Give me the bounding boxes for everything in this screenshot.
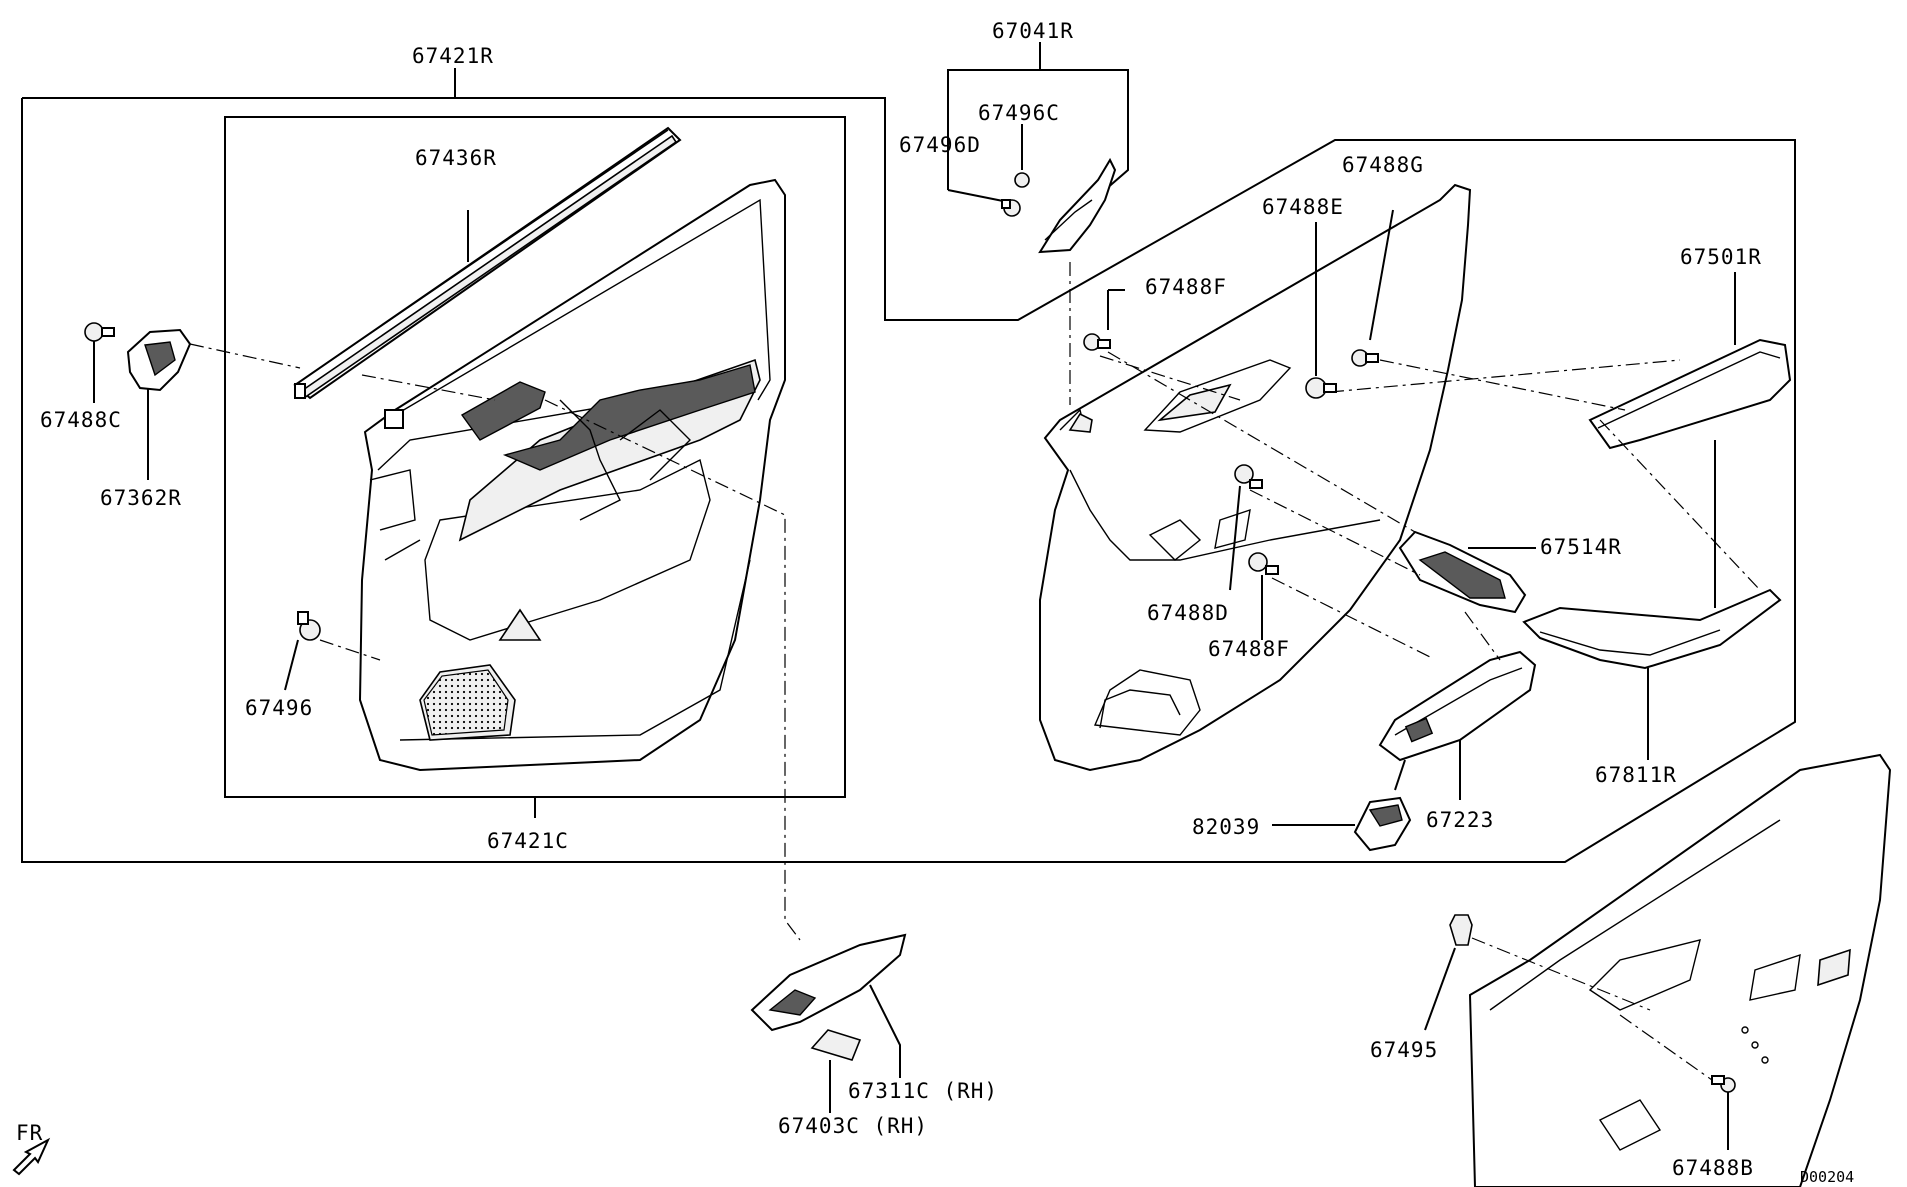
label-67811R: 67811R xyxy=(1595,763,1677,787)
clip-67496D xyxy=(1001,199,1021,217)
screw-67488D xyxy=(1229,464,1263,591)
bracket-67041R xyxy=(947,42,1129,203)
label-67488E: 67488E xyxy=(1262,195,1344,219)
label-67488D: 67488D xyxy=(1147,601,1229,625)
dash-leaders xyxy=(189,262,1761,941)
label-67501R: 67501R xyxy=(1680,245,1762,269)
label-67514R: 67514R xyxy=(1540,535,1622,559)
label-67488C: 67488C xyxy=(40,408,122,432)
upper-trim-67041R xyxy=(1038,157,1117,254)
label-diagram-code: D00204 xyxy=(1800,1168,1854,1186)
label-67041R: 67041R xyxy=(992,19,1074,43)
label-67436R: 67436R xyxy=(415,146,497,170)
label-67421C: 67421C xyxy=(487,829,569,853)
clip-67495 xyxy=(1424,914,1651,1031)
label-67488F-top: 67488F xyxy=(1145,275,1227,299)
door-trim-panel-67421C xyxy=(358,178,786,772)
front-direction-arrow-icon xyxy=(12,1137,51,1176)
label-67488G: 67488G xyxy=(1342,153,1424,177)
window-switch-82039 xyxy=(1272,796,1412,852)
screw-67488B xyxy=(1619,1014,1736,1150)
sub-frame-67421C xyxy=(224,116,846,818)
label-direction-fr: FR xyxy=(16,1121,43,1145)
assembly-frame-67421R xyxy=(21,68,1796,863)
armrest-insert-67311C xyxy=(750,933,907,1078)
label-67403C: 67403C (RH) xyxy=(778,1114,928,1138)
clip-67496C xyxy=(1014,172,1030,188)
screw-67488F-top xyxy=(1083,289,1125,351)
screw-67488E xyxy=(1305,222,1337,399)
switch-cover-67223 xyxy=(1378,650,1537,800)
screw-67488F-bottom xyxy=(1248,552,1279,640)
label-67362R: 67362R xyxy=(100,486,182,510)
label-67496: 67496 xyxy=(245,696,313,720)
door-panel-outline-right xyxy=(1039,183,1472,772)
cover-67403C xyxy=(810,1029,862,1113)
label-67495: 67495 xyxy=(1370,1038,1438,1062)
switch-panel-67514R xyxy=(1398,530,1536,614)
armrest-67501R xyxy=(1588,272,1792,608)
label-67421R: 67421R xyxy=(412,44,494,68)
label-67223: 67223 xyxy=(1426,808,1494,832)
weatherstrip-67436R xyxy=(293,126,682,400)
label-82039: 82039 xyxy=(1192,815,1260,839)
screw-67488C xyxy=(84,322,115,403)
screw-67488G xyxy=(1351,209,1394,367)
door-detail-bottom-right xyxy=(1468,753,1892,1187)
trim-67811R xyxy=(1522,588,1782,760)
label-67496C: 67496C xyxy=(978,101,1060,125)
clip-67496 xyxy=(284,611,321,691)
label-67488B: 67488B xyxy=(1672,1156,1754,1180)
inside-handle-67362R xyxy=(126,328,192,480)
label-67488F-bottom: 67488F xyxy=(1208,637,1290,661)
label-67311C: 67311C (RH) xyxy=(848,1079,998,1103)
label-67496D: 67496D xyxy=(899,133,981,157)
